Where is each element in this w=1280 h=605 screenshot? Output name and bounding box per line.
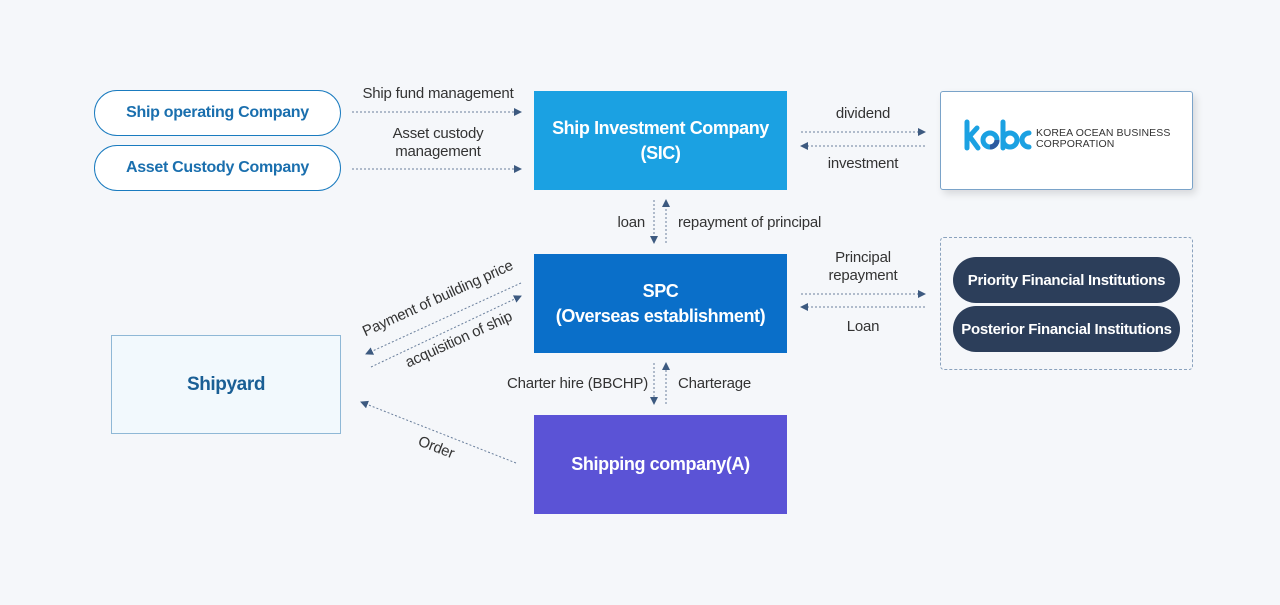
label-asset-custody-1: Asset custody <box>392 125 484 142</box>
ship-operating-company: Ship operating Company <box>94 90 341 136</box>
label-charter-hire: Charter hire (BBCHP) <box>506 375 648 392</box>
kobc-box: KOREA OCEAN BUSINESS CORPORATION <box>940 91 1193 190</box>
shipping-company-box: Shipping company(A) <box>534 415 787 514</box>
label-investment: investment <box>827 155 899 172</box>
spc-box: SPC (Overseas establishment) <box>534 254 787 353</box>
label-asset-custody-2: management <box>395 143 481 160</box>
spc-title: SPC <box>642 280 679 301</box>
label-repayment: repayment of principal <box>678 214 822 231</box>
label-loan-top: loan <box>617 214 645 231</box>
arrow-payment-building <box>365 282 522 355</box>
kobc-logo <box>963 118 1033 163</box>
label-dividend: dividend <box>835 105 891 122</box>
label-principal-1: Principal <box>835 249 891 266</box>
label-ship-fund: Ship fund management <box>362 85 514 102</box>
kobc-name: KOREA OCEAN BUSINESS CORPORATION <box>1036 128 1170 150</box>
sic-subtitle: (SIC) <box>640 142 681 163</box>
kobc-name-line2: CORPORATION <box>1036 138 1115 150</box>
asset-custody-company: Asset Custody Company <box>94 145 341 191</box>
posterior-financial-institutions: Posterior Financial Institutions <box>953 306 1180 352</box>
label-charterage: Charterage <box>678 375 752 392</box>
sic-title: Ship Investment Company <box>552 117 769 138</box>
sic-box: Ship Investment Company (SIC) <box>534 91 787 190</box>
shipyard-box: Shipyard <box>111 335 341 434</box>
priority-financial-institutions: Priority Financial Institutions <box>953 257 1180 303</box>
spc-subtitle: (Overseas establishment) <box>555 305 766 326</box>
kobc-logo-icon <box>964 119 1032 151</box>
financial-institutions-group <box>940 237 1193 370</box>
label-loan-right: Loan <box>846 318 880 335</box>
label-principal-2: repayment <box>828 267 898 284</box>
kobc-name-line1: KOREA OCEAN BUSINESS <box>1036 127 1171 139</box>
